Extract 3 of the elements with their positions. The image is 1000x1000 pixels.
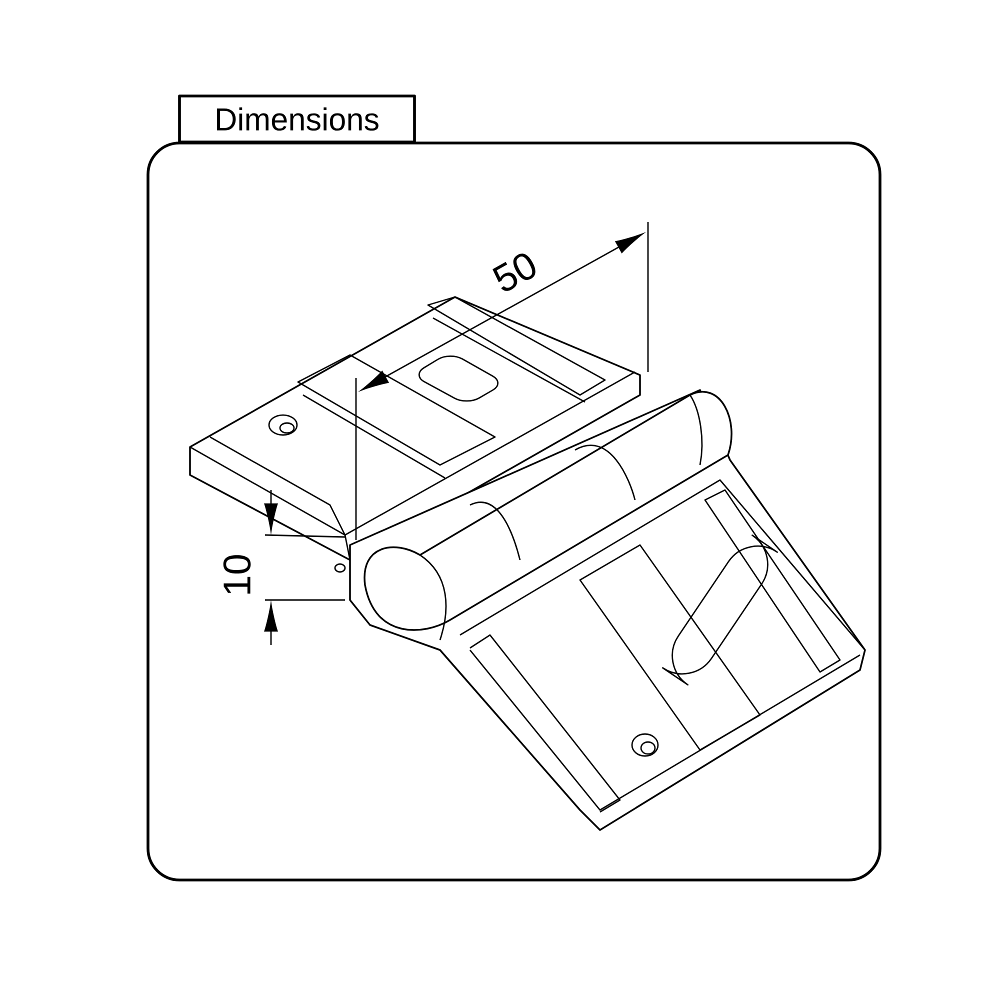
heading-tab: Dimensions (178, 94, 416, 144)
dimension-label: 50 (492, 254, 536, 291)
dimension-label: 10 (223, 555, 251, 594)
